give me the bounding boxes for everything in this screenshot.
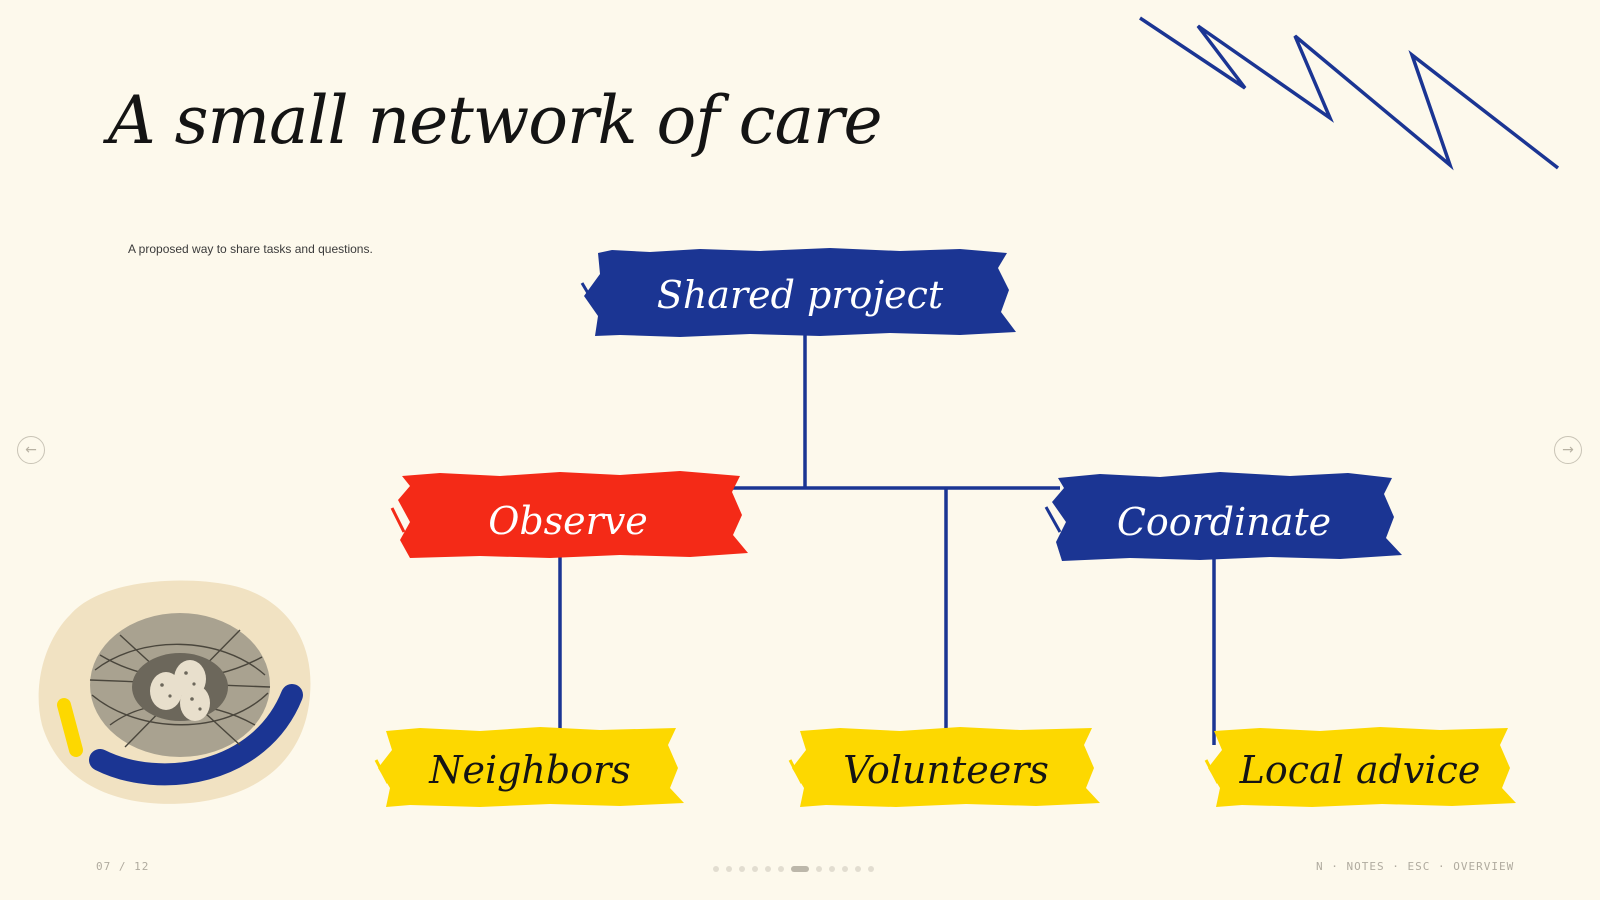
slide-dot[interactable] (816, 866, 822, 872)
node-label-local-advice: Local advice (1239, 748, 1481, 792)
slide-dot[interactable] (752, 866, 758, 872)
slide-title: A small network of care (108, 82, 883, 159)
connector-lines (558, 330, 1216, 745)
node-label-coordinate: Coordinate (1117, 500, 1331, 544)
node-label-neighbors: Neighbors (428, 748, 631, 792)
node-coordinate: Coordinate (1044, 472, 1402, 561)
slide-subtitle: A proposed way to share tasks and questi… (128, 242, 373, 256)
slide-dot[interactable] (739, 866, 745, 872)
arrow-left-icon: ← (25, 442, 37, 458)
slide-dot[interactable] (829, 866, 835, 872)
slide-dot[interactable] (765, 866, 771, 872)
next-slide-button[interactable]: → (1554, 436, 1582, 464)
node-volunteers: Volunteers (788, 727, 1100, 807)
slide-dot[interactable] (791, 866, 809, 872)
prev-slide-button[interactable]: ← (17, 436, 45, 464)
slide-dot[interactable] (842, 866, 848, 872)
node-label-volunteers: Volunteers (843, 748, 1049, 792)
arrow-right-icon: → (1562, 442, 1574, 458)
slide-dot[interactable] (855, 866, 861, 872)
node-label-observe: Observe (488, 499, 648, 543)
keyboard-shortcuts-hint: N · NOTES · ESC · OVERVIEW (1316, 860, 1515, 873)
slide-dot[interactable] (868, 866, 874, 872)
bird-nest-illustration (38, 580, 311, 804)
slide-progress-dots (713, 866, 874, 872)
node-observe: Observe (390, 471, 748, 558)
node-shared-project: Shared project (580, 248, 1016, 337)
node-label-root: Shared project (657, 273, 944, 317)
node-local-advice: Local advice (1204, 727, 1516, 807)
slide-dot[interactable] (726, 866, 732, 872)
slide-dot[interactable] (713, 866, 719, 872)
slide-dot[interactable] (778, 866, 784, 872)
node-neighbors: Neighbors (374, 727, 684, 807)
zigzag-decoration (1139, 16, 1560, 171)
slide-counter: 07 / 12 (96, 860, 150, 873)
